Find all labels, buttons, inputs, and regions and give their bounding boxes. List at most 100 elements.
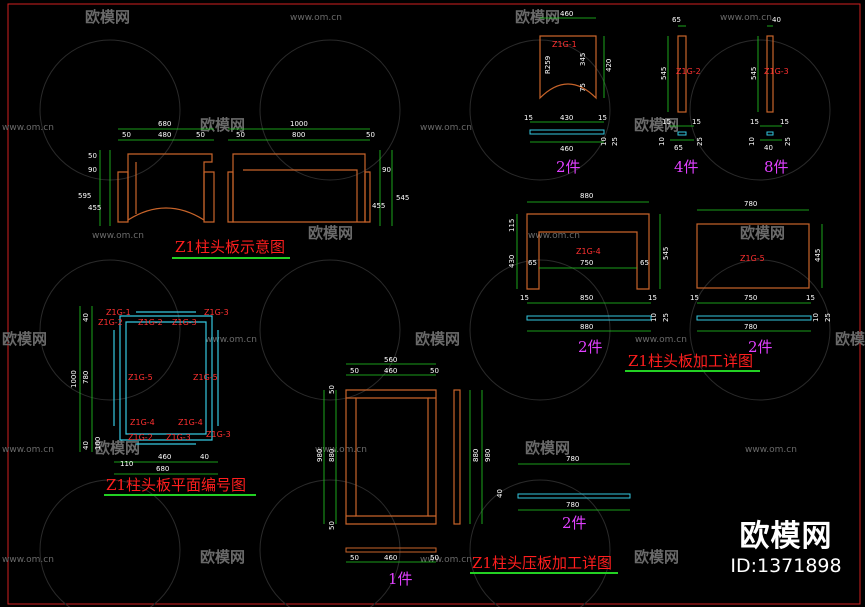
z1g2-strip bbox=[677, 131, 687, 136]
z1g1-side: 15 bbox=[524, 114, 533, 122]
cap-strip-t: 40 bbox=[496, 489, 504, 498]
plan-edges bbox=[113, 311, 219, 445]
z1g5-s: 15 bbox=[806, 294, 815, 302]
cap-h-side: 50 bbox=[328, 521, 336, 530]
cap-top-total: 560 bbox=[384, 356, 397, 364]
brand-id: ID:1371898 bbox=[730, 555, 842, 577]
plan-label: Z1G-5 bbox=[128, 373, 153, 382]
dim-left-inner: 480 bbox=[158, 131, 171, 139]
dim-h4-right: 455 bbox=[372, 202, 385, 210]
cap-side: 50 bbox=[350, 554, 359, 562]
watermark-brand: 欧模网 bbox=[200, 548, 245, 566]
elevation-right-panel bbox=[232, 153, 366, 223]
z1g4-inner: 750 bbox=[580, 259, 593, 267]
part-z1g1: 460 Z1G-1 R259 345 75 420 15 430 15 460 … bbox=[524, 10, 619, 176]
z1g1-strip-total: 460 bbox=[560, 145, 573, 153]
z1g4-h2: 430 bbox=[508, 255, 516, 268]
plan-label: Z1G-3 bbox=[206, 430, 231, 439]
z1g4-total-h: 545 bbox=[662, 247, 670, 260]
cap-top-inner: 460 bbox=[384, 367, 397, 375]
z1g5-top: 780 bbox=[744, 200, 757, 208]
z1g4-side: 65 bbox=[528, 259, 537, 267]
dim-h3: 595 bbox=[78, 192, 91, 200]
z1g5-strip-w: 750 bbox=[744, 294, 757, 302]
cap-strip-total: 780 bbox=[566, 501, 579, 509]
dim-right-side: 50 bbox=[236, 131, 245, 139]
z1g3-h: 545 bbox=[750, 67, 758, 80]
z1g3-w: 40 bbox=[772, 16, 781, 24]
z1g1-label: Z1G-1 bbox=[552, 40, 577, 49]
plan-label: Z1G-2 bbox=[128, 433, 153, 442]
watermarks: 欧模网 www.om.cn 欧模网 www.om.cn www.om.cn 欧模… bbox=[2, 8, 865, 566]
cap-strip-w: 780 bbox=[566, 455, 579, 463]
watermark-brand: 欧模网 bbox=[525, 439, 570, 457]
cap-h-side: 50 bbox=[328, 385, 336, 394]
plan-label: Z1G-3 bbox=[172, 318, 197, 327]
plan-outer bbox=[119, 315, 213, 441]
plan-d-bot-total: 680 bbox=[156, 465, 169, 473]
part-z1g2: 65 545 Z1G-2 15 15 65 10 25 4件 bbox=[658, 16, 704, 176]
plan-d-bot-side: 110 bbox=[120, 460, 133, 468]
watermark-brand: 欧模网 bbox=[634, 548, 679, 566]
watermark-url: www.om.cn bbox=[528, 231, 580, 241]
z1g4-s: 15 bbox=[520, 294, 529, 302]
z1g1-side: 15 bbox=[598, 114, 607, 122]
z1g2-w: 65 bbox=[672, 16, 681, 24]
z1g4-side: 65 bbox=[640, 259, 649, 267]
cap-side-strip bbox=[453, 389, 461, 525]
cap-h-total: 980 bbox=[316, 449, 324, 462]
z1g4-t1: 10 bbox=[650, 313, 658, 322]
z1g3-strip-w: 40 bbox=[764, 144, 773, 152]
part-z1g5: 780 Z1G-5 445 15 750 15 780 10 25 2件 bbox=[690, 200, 832, 356]
watermark-url: www.om.cn bbox=[290, 13, 342, 23]
cap-frame bbox=[345, 389, 437, 525]
z1g2-h: 545 bbox=[660, 67, 668, 80]
watermark-brand: 欧模网 bbox=[308, 224, 353, 242]
watermark-brand: 欧模网 bbox=[415, 330, 460, 348]
z1g2-t1: 10 bbox=[658, 137, 666, 146]
cap-top-inner: 460 bbox=[384, 554, 397, 562]
watermark-brand: 欧模网 bbox=[95, 439, 140, 457]
z1g2-panel bbox=[677, 35, 687, 113]
cap-bottom-strip bbox=[345, 547, 437, 553]
z1g4-strip-w: 850 bbox=[580, 294, 593, 302]
plan-d-left-top: 40 bbox=[82, 313, 90, 322]
title-elevation: Z1柱头板示意图 bbox=[175, 238, 285, 256]
z1g5-t2: 25 bbox=[824, 313, 832, 322]
dim-left-side: 50 bbox=[122, 131, 131, 139]
dim-h5: 545 bbox=[396, 194, 409, 202]
dim-right-side: 50 bbox=[366, 131, 375, 139]
plan-d-left-b1: 40 bbox=[82, 441, 90, 450]
z1g2-count: 4件 bbox=[674, 158, 699, 176]
plan-label: Z1G-3 bbox=[166, 433, 191, 442]
watermark-brand: 欧模网 bbox=[200, 116, 245, 134]
dim-h4: 455 bbox=[88, 204, 101, 212]
z1g3-panel bbox=[766, 35, 774, 113]
plan-label: Z1G-5 bbox=[193, 373, 218, 382]
brand-stamp: 欧模网 ID:1371898 bbox=[726, 520, 846, 578]
z1g1-strip-w: 430 bbox=[560, 114, 573, 122]
cap-side: 50 bbox=[430, 554, 439, 562]
dim-right-total: 1000 bbox=[290, 120, 308, 128]
plan-inner bbox=[125, 321, 207, 435]
z1g1-top: 460 bbox=[560, 10, 573, 18]
z1g3-t1: 10 bbox=[748, 137, 756, 146]
watermark-url: www.om.cn bbox=[420, 555, 472, 565]
plan-d-left-total: 1000 bbox=[70, 370, 78, 388]
z1g4-strip-total: 880 bbox=[580, 323, 593, 331]
watermark-url: www.om.cn bbox=[720, 13, 772, 23]
cap-side: 50 bbox=[350, 367, 359, 375]
z1g1-h1: 345 bbox=[579, 53, 587, 66]
plan-label: Z1G-4 bbox=[178, 418, 203, 427]
plan-label: Z1G-2 bbox=[98, 318, 123, 327]
z1g5-strip-total: 780 bbox=[744, 323, 757, 331]
cap-h-inner: 880 bbox=[328, 449, 336, 462]
z1g1-count: 2件 bbox=[556, 158, 581, 176]
watermark-url: www.om.cn bbox=[420, 123, 472, 133]
cap-long-strip bbox=[517, 493, 631, 499]
elevation-left-panel bbox=[127, 153, 213, 222]
dim-left-total: 680 bbox=[158, 120, 171, 128]
watermark-brand: 欧模网 bbox=[835, 330, 865, 348]
elevation-view: 680 480 50 50 1000 800 50 50 50 90 595 4… bbox=[78, 120, 409, 259]
z1g3-side: 15 bbox=[780, 118, 789, 126]
